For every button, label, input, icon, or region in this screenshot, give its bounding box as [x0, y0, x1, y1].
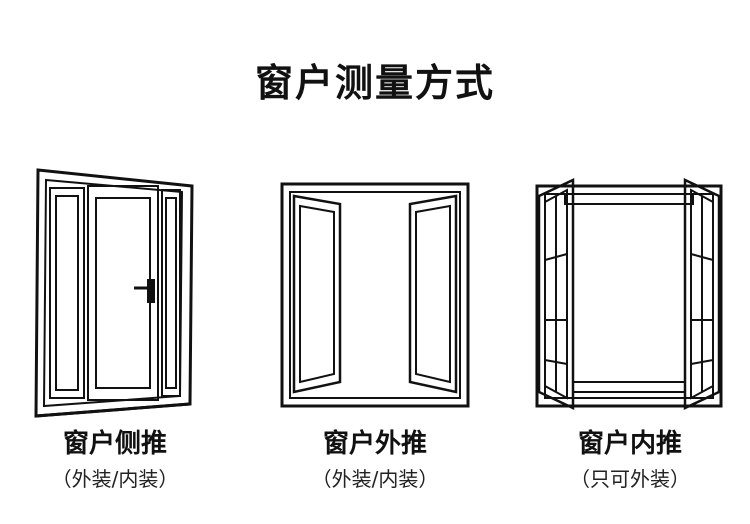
outward-push-window-illustration	[280, 182, 470, 408]
window-type-label: 窗户侧推	[62, 429, 167, 459]
window-type-label: 窗户外推	[322, 429, 427, 459]
window-card-side-push: 窗户侧推 （外装/内装）	[10, 160, 220, 520]
window-card-inward-push: 窗户内推 （只可外装）	[525, 160, 735, 520]
window-type-label: 窗户内推	[577, 429, 682, 459]
window-card-outward-push: 窗户外推 （外装/内装）	[270, 160, 480, 520]
install-note: （外装/内装）	[311, 467, 439, 491]
install-note: （只可外装）	[570, 467, 690, 491]
inward-push-window-illustration	[535, 178, 723, 410]
page-title: 窗户测量方式	[254, 61, 495, 105]
install-note: （外装/内装）	[51, 467, 179, 491]
side-push-window-illustration	[34, 168, 194, 418]
